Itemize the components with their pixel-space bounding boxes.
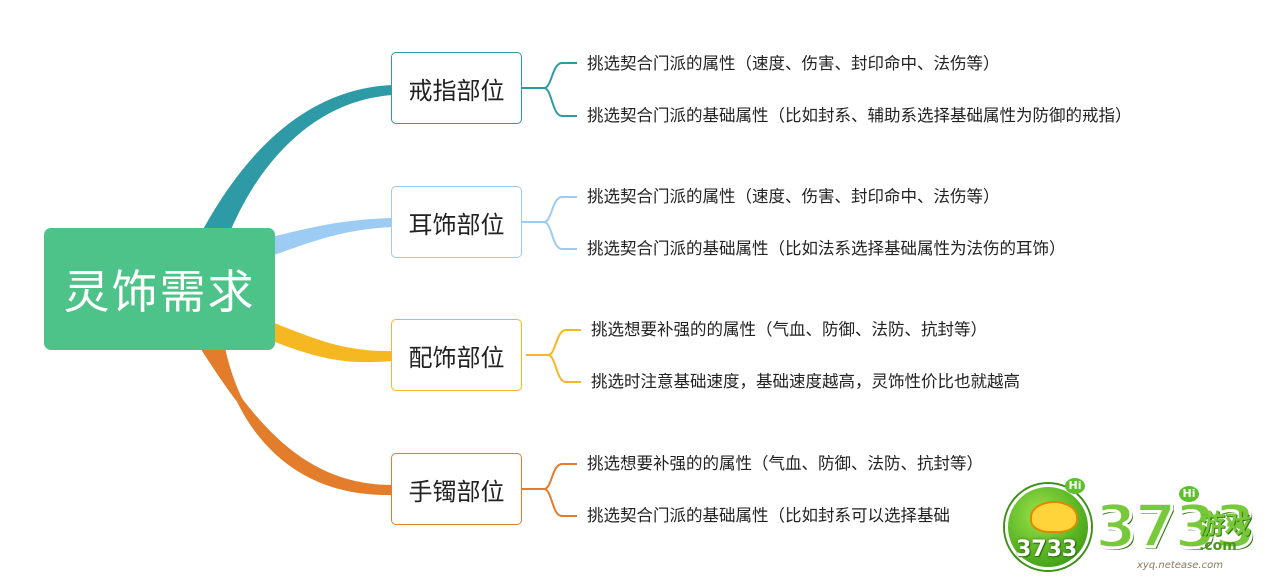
branch-earring-label: 耳饰部位 xyxy=(408,210,505,239)
branch-accessory-label: 配饰部位 xyxy=(408,343,505,372)
brand-text: 游戏 xyxy=(1199,510,1252,540)
mascot-number: 3733 xyxy=(1016,537,1078,562)
root-link-ring xyxy=(202,85,395,239)
root-link-earring xyxy=(269,218,395,255)
leaf-earring-2: 挑选契合门派的基础属性（比如法系选择基础属性为法伤的耳饰） xyxy=(587,239,1066,258)
hi-badge-right: Hi xyxy=(1179,486,1199,502)
leaf-bracket-bracelet xyxy=(522,463,577,517)
branch-ring-label: 戒指部位 xyxy=(408,76,505,105)
leaf-earring-1: 挑选契合门派的属性（速度、伤害、封印命中、法伤等） xyxy=(587,187,1000,206)
root-link-bracelet xyxy=(202,345,395,496)
leaf-bracelet-1: 挑选想要补强的的属性（气血、防御、法防、抗封等） xyxy=(587,454,983,473)
leaf-accessory-1: 挑选想要补强的的属性（气血、防御、法防、抗封等） xyxy=(591,320,987,339)
leaf-ring-2: 挑选契合门派的基础属性（比如封系、辅助系选择基础属性为防御的戒指） xyxy=(587,106,1132,125)
leaf-bracket-accessory xyxy=(526,329,581,383)
brand-domain: .com xyxy=(1199,538,1237,554)
leaf-ring-1: 挑选契合门派的属性（速度、伤害、封印命中、法伤等） xyxy=(587,54,1000,73)
leaf-bracket-earring xyxy=(522,196,577,250)
leaf-bracelet-2: 挑选契合门派的基础属性（比如封系可以选择基础 xyxy=(587,506,950,525)
branch-bracelet-label: 手镯部位 xyxy=(408,477,505,506)
root-node: 灵饰需求 xyxy=(44,228,275,350)
site-url: xyq.netease.com xyxy=(1137,560,1223,571)
smiley-mascot-icon: 3733 xyxy=(1005,484,1091,570)
branch-ring: 戒指部位 xyxy=(391,52,522,124)
root-link-accessory xyxy=(270,323,395,363)
root-label: 灵饰需求 xyxy=(63,265,256,319)
branch-accessory: 配饰部位 xyxy=(391,319,522,391)
brand-number: 3733 xyxy=(1094,491,1258,564)
branch-bracelet: 手镯部位 xyxy=(391,453,522,525)
branch-earring: 耳饰部位 xyxy=(391,186,522,258)
leaf-accessory-2: 挑选时注意基础速度，基础速度越高，灵饰性价比也就越高 xyxy=(591,372,1020,391)
mascot-face xyxy=(1030,501,1078,533)
watermark-logo: 3733 Hi 3733 Hi 游戏 .com xyq.netease.com xyxy=(1003,476,1258,574)
hi-badge-left: Hi xyxy=(1065,478,1085,494)
leaf-bracket-ring xyxy=(522,62,577,117)
